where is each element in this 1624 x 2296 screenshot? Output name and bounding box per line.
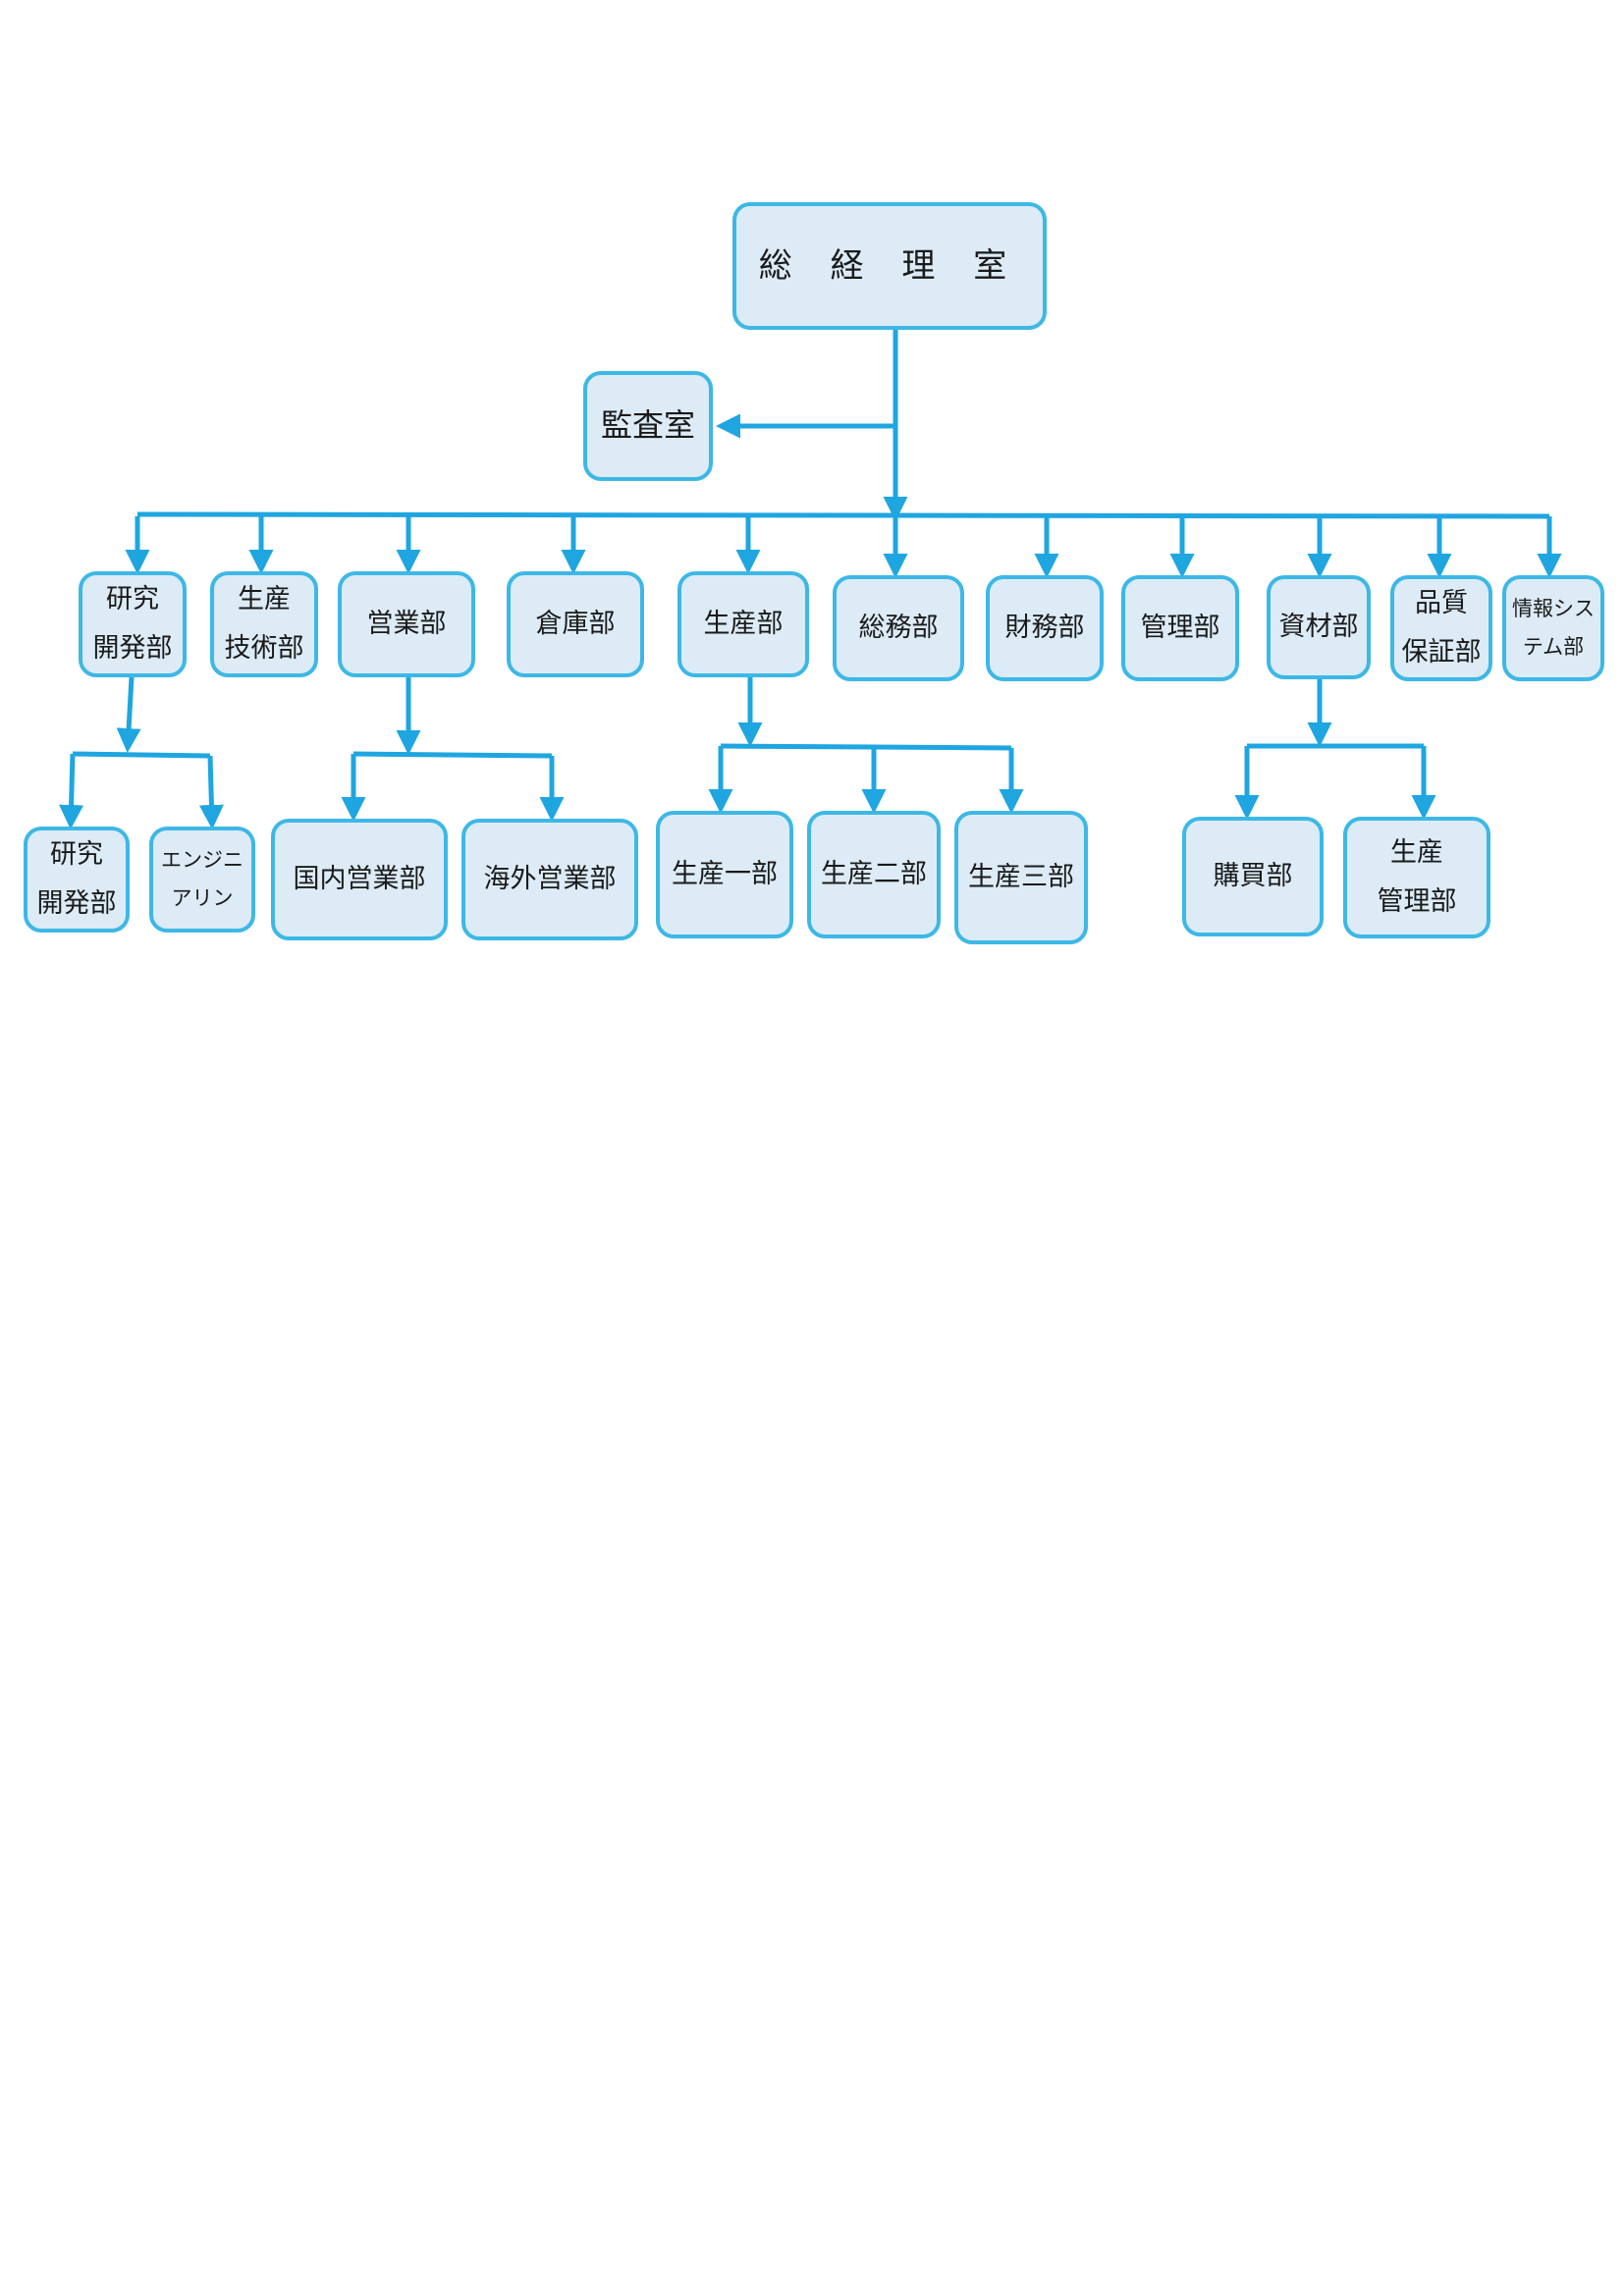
connector-rnd-drop [198,755,224,829]
node-label: 財務部 [1004,613,1085,644]
node-sub-overseas-sales: 海外営業部 [461,819,638,940]
node-quality-assurance-dept: 品質 保証部 [1390,575,1492,681]
connector-bus [136,511,1550,519]
node-sub-production-2: 生産二部 [807,811,941,938]
node-sales-dept: 営業部 [338,571,475,677]
connector-sales-bus [352,751,553,759]
node-materials-dept: 資材部 [1267,575,1371,679]
node-label: 営業部 [366,609,447,640]
node-label: 購買部 [1213,861,1293,892]
node-label: 開発部 [92,633,173,664]
node-label: 品質 [1415,588,1468,619]
node-sub-purchasing: 購買部 [1182,817,1324,936]
node-label: 生産部 [703,609,784,640]
node-label: 生産 [1390,837,1443,869]
node-label: 国内営業部 [293,864,426,895]
node-label: アリン [171,886,234,910]
node-audit-office: 監査室 [583,371,713,481]
node-label: 倉庫部 [535,609,616,640]
node-sub-engineering: エンジニ アリン [149,827,255,933]
node-label: 研究 [106,584,159,615]
node-sub-domestic-sales: 国内営業部 [271,819,448,940]
node-finance-dept: 財務部 [986,575,1104,681]
node-label: 総 経 理 室 [758,245,1021,286]
node-label: 開発部 [36,888,117,919]
connector-rnd-trunk [116,676,141,753]
node-sub-production-1: 生産一部 [656,811,793,938]
node-label: 管理部 [1377,886,1457,917]
node-label: 生産三部 [968,862,1074,893]
node-label: 管理部 [1140,613,1220,644]
node-general-affairs-dept: 総務部 [833,575,964,681]
node-sub-production-control: 生産 管理部 [1343,817,1490,938]
node-production-engineering-dept: 生産 技術部 [210,571,318,677]
connector-production-bus [720,743,1012,751]
node-general-manager-office: 総 経 理 室 [732,202,1047,330]
node-label: 技術部 [224,633,304,664]
node-label: テム部 [1522,635,1585,659]
node-label: 総務部 [858,613,939,644]
node-label: 海外営業部 [483,864,617,895]
node-management-dept: 管理部 [1121,575,1239,681]
node-label: 生産一部 [672,859,778,890]
node-label: 保証部 [1401,637,1482,667]
node-label: エンジニ [161,848,244,873]
node-label: 情報シス [1512,597,1595,621]
node-warehouse-dept: 倉庫部 [507,571,644,677]
node-sub-rnd: 研究 開発部 [24,827,130,933]
node-rnd-dept: 研究 開発部 [79,571,187,677]
node-label: 生産 [238,584,291,615]
node-label: 監査室 [600,406,695,445]
node-production-dept: 生産部 [677,571,809,677]
connector-rnd-bus [72,751,211,759]
connector-rnd-drop [59,753,84,829]
node-label: 生産二部 [821,859,927,890]
node-information-systems-dept: 情報シス テム部 [1502,575,1604,681]
node-sub-production-3: 生産三部 [954,811,1088,944]
node-label: 資材部 [1278,612,1359,643]
node-label: 研究 [50,839,103,871]
